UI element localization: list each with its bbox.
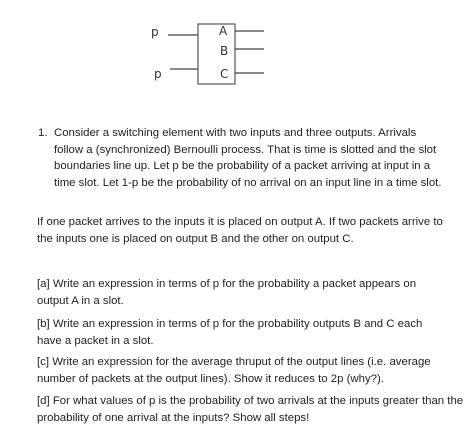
input-label-top: p xyxy=(151,25,159,39)
question-1-number: 1. xyxy=(38,127,48,139)
output-label-a: A xyxy=(219,24,228,38)
switch-box xyxy=(197,23,236,85)
switch-diagram: p p A B C xyxy=(151,23,264,85)
question-1-text: Consider a switching element with two in… xyxy=(54,127,442,189)
part-a: [a] Write an expression in terms of p fo… xyxy=(37,278,417,307)
output-label-b: B xyxy=(220,44,228,58)
part-b: [b] Write an expression in terms of p fo… xyxy=(37,318,423,347)
output-label-c: C xyxy=(220,67,228,81)
question-1: 1. Consider a switching element with two… xyxy=(38,125,446,191)
routing-rule-paragraph: If one packet arrives to the inputs it i… xyxy=(37,216,443,245)
part-d: [d] For what values of p is the probabil… xyxy=(37,395,464,424)
input-label-bottom: p xyxy=(154,67,162,81)
part-c: [c] Write an expression for the average … xyxy=(37,356,431,385)
